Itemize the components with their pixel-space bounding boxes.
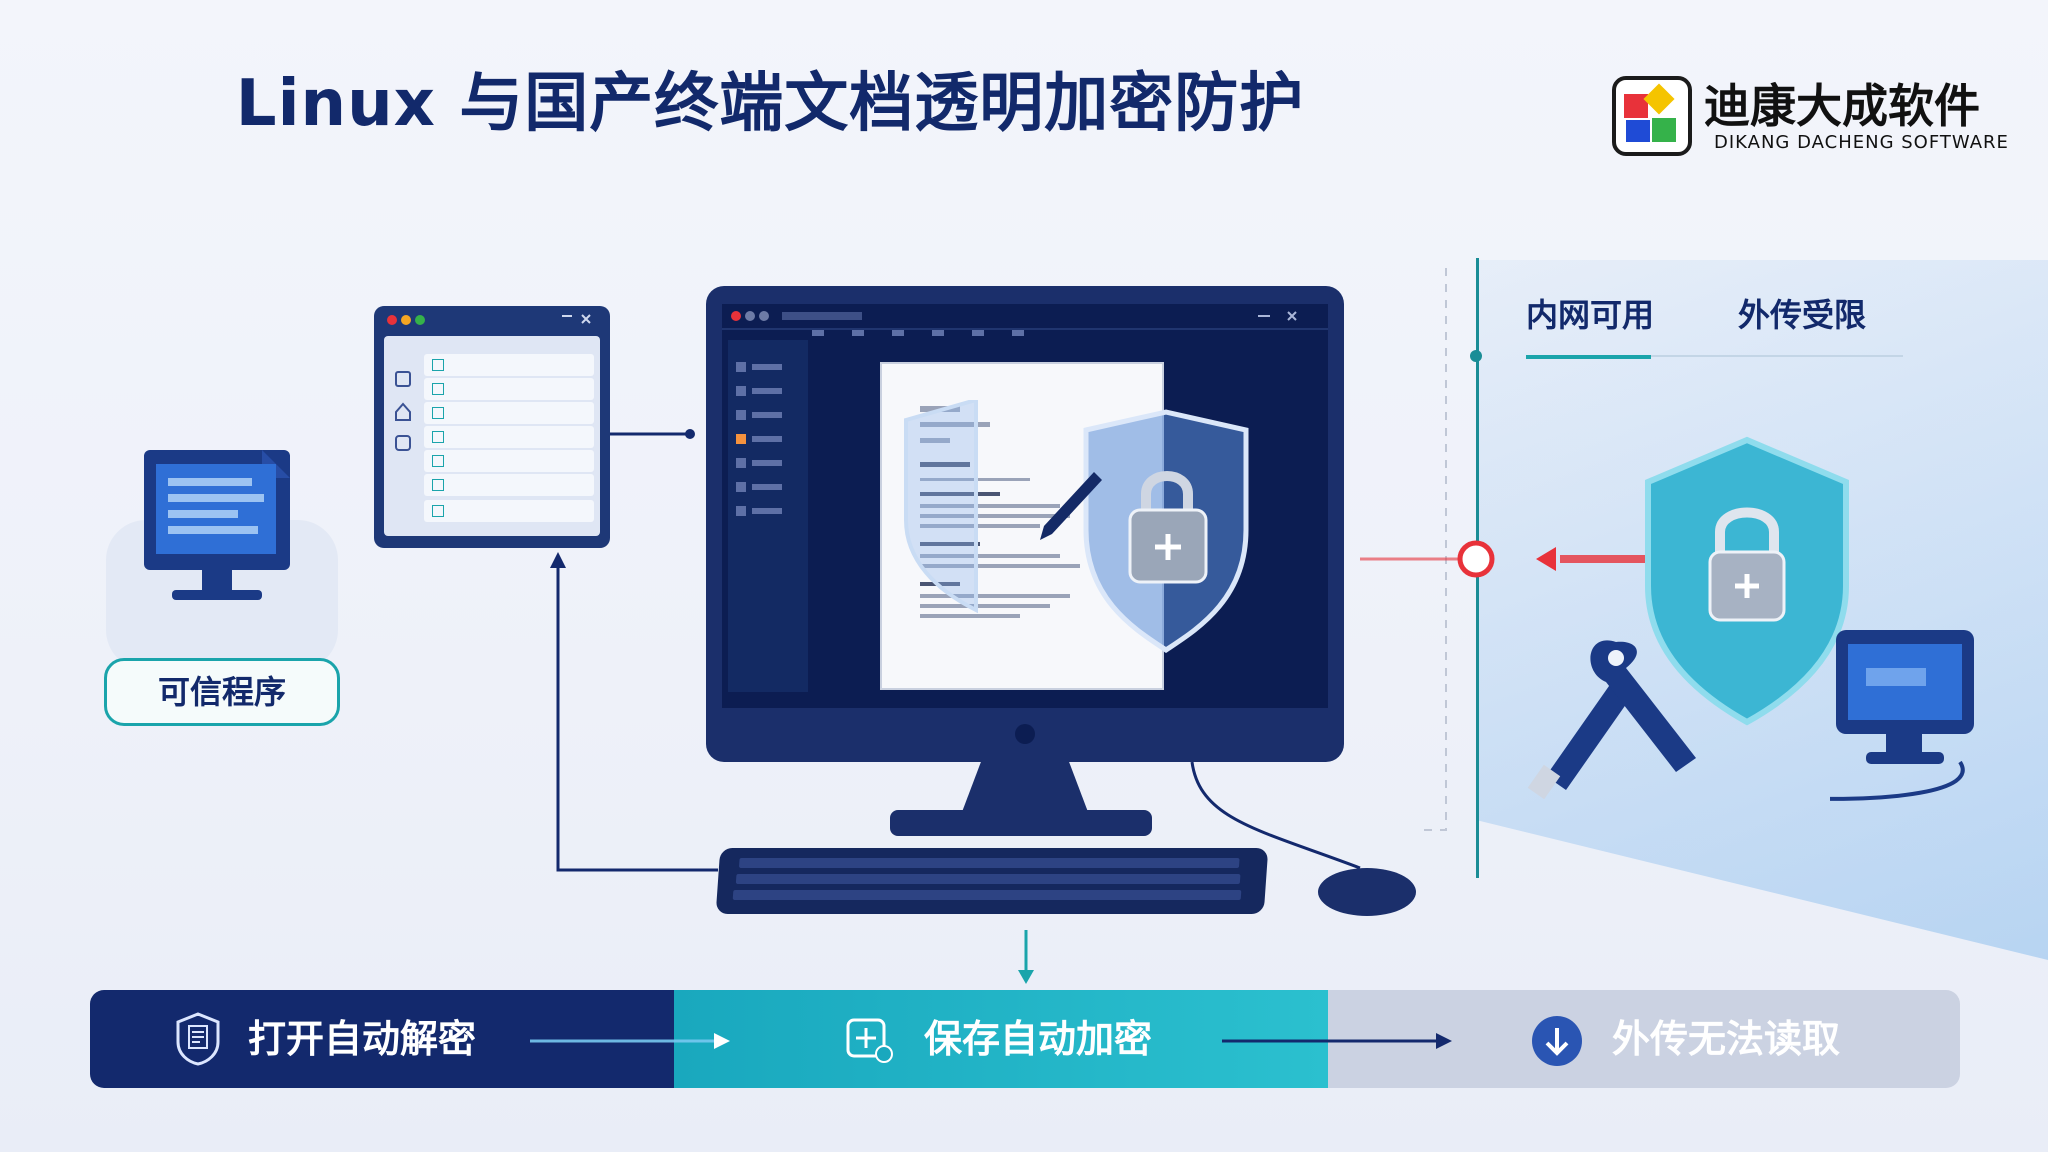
external-computer-icon bbox=[1830, 630, 1974, 801]
brand-logo-icon bbox=[1612, 76, 1692, 156]
tab-divider bbox=[1651, 355, 1903, 357]
list-item[interactable] bbox=[424, 354, 594, 376]
trusted-computer-icon bbox=[144, 450, 290, 600]
usb-drive-icon bbox=[1527, 640, 1696, 800]
screen-titlebar bbox=[722, 311, 1328, 336]
tab-external[interactable]: 外传受限 bbox=[1738, 296, 1867, 334]
step-external-blocked[interactable] bbox=[1328, 990, 1960, 1088]
block-point-icon bbox=[1457, 540, 1495, 578]
document-shield-icon bbox=[176, 1012, 220, 1066]
mouse bbox=[1318, 868, 1416, 916]
page-title: Linux 与国产终端文档透明加密防护 bbox=[235, 67, 1305, 141]
document-lines bbox=[920, 406, 1080, 618]
step-arrow-icon bbox=[1222, 1033, 1452, 1049]
monitor-base bbox=[890, 810, 1152, 836]
step-save-encrypt[interactable] bbox=[674, 990, 1328, 1088]
maximize-dot-icon bbox=[415, 315, 425, 325]
window-controls bbox=[387, 314, 591, 325]
step-open-decrypt[interactable] bbox=[90, 990, 674, 1088]
apple-logo-icon bbox=[1015, 724, 1035, 744]
tab-active-indicator bbox=[1526, 355, 1651, 359]
down-arrow-icon bbox=[1532, 1016, 1582, 1066]
list-item[interactable] bbox=[424, 426, 594, 448]
step-external-blocked-label: 外传无法读取 bbox=[1612, 1017, 1841, 1061]
step-save-encrypt-label: 保存自动加密 bbox=[924, 1017, 1153, 1061]
tab-internal[interactable]: 内网可用 bbox=[1526, 296, 1655, 334]
security-shield-icon bbox=[904, 400, 1249, 654]
keyboard-keys bbox=[732, 858, 1242, 900]
keyboard bbox=[715, 848, 1269, 914]
brand-name: 迪康大成软件 bbox=[1704, 79, 1980, 133]
close-dot-icon bbox=[387, 315, 397, 325]
add-lock-icon bbox=[846, 1018, 893, 1063]
external-shield-icon bbox=[1645, 436, 1849, 726]
step-arrow-icon bbox=[530, 1033, 730, 1049]
brand-english-name: DIKANG DACHENG SOFTWARE bbox=[1714, 132, 2009, 153]
list-item[interactable] bbox=[424, 500, 594, 522]
sidebar-icons bbox=[736, 362, 782, 516]
logo-mark bbox=[1624, 83, 1676, 142]
list-item[interactable] bbox=[424, 402, 594, 424]
blocked-arrow-icon bbox=[1536, 547, 1556, 571]
close-icon bbox=[581, 314, 591, 324]
list-item[interactable] bbox=[424, 474, 594, 496]
minimize-dot-icon bbox=[401, 315, 411, 325]
list-item[interactable] bbox=[424, 378, 594, 400]
step-open-decrypt-label: 打开自动解密 bbox=[248, 1017, 477, 1061]
boundary-node-icon bbox=[1470, 350, 1482, 362]
panel-sidebar-icons bbox=[395, 371, 411, 451]
block-signal bbox=[1360, 540, 1650, 578]
monitor-stand bbox=[962, 762, 1088, 812]
list-item[interactable] bbox=[424, 450, 594, 472]
trusted-program-button[interactable]: 可信程序 bbox=[104, 658, 340, 726]
